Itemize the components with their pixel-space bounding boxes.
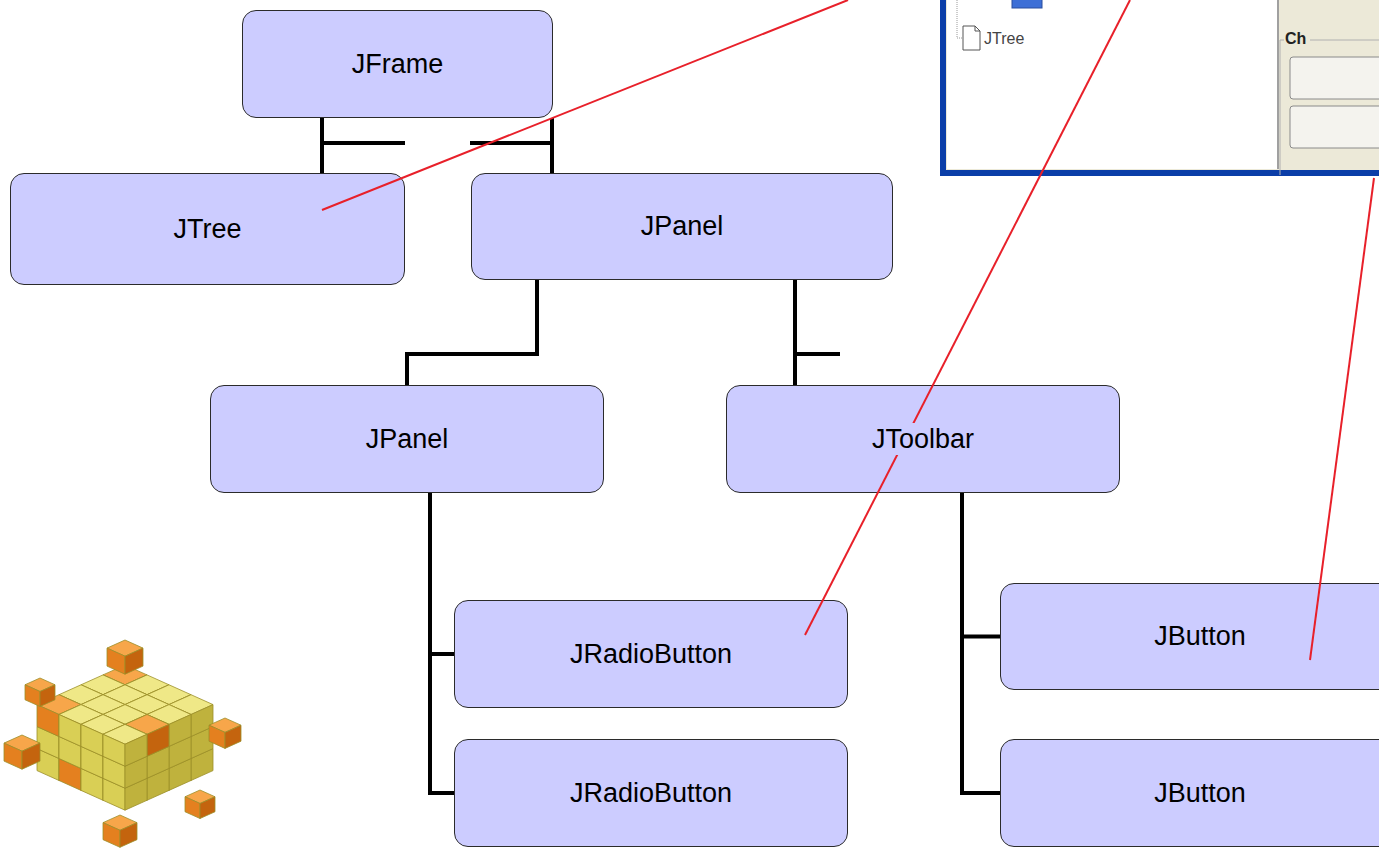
class-box: JFrame — [242, 10, 553, 118]
class-box: JRadioButton — [454, 739, 848, 847]
cube-face — [120, 823, 137, 848]
class-box: JPanel — [210, 385, 604, 493]
screenshot-text: Ch — [1285, 29, 1306, 48]
cube-face — [37, 705, 59, 737]
cube-face — [147, 724, 169, 756]
class-name: JToolbar — [870, 423, 976, 455]
class-name: JButton — [1152, 620, 1248, 652]
class-name: JTree — [171, 213, 243, 245]
cube-face — [107, 648, 125, 674]
tree-connector — [962, 493, 1000, 793]
tree-connector — [793, 280, 797, 385]
cube-face — [59, 715, 81, 747]
class-name: JPanel — [639, 210, 726, 242]
cube-face — [225, 725, 241, 748]
tree-connector — [320, 118, 324, 173]
class-box: JTree — [10, 173, 405, 285]
cube-face — [125, 648, 143, 674]
class-name: JRadioButton — [568, 777, 734, 809]
cube-face — [22, 743, 40, 769]
cube-face — [4, 743, 22, 769]
cube-face — [185, 797, 200, 819]
tree-connector — [430, 493, 454, 793]
window-screenshot — [943, 0, 1379, 175]
cube-face — [125, 734, 147, 766]
tree-connector — [407, 280, 537, 385]
class-box: JToolbar — [726, 385, 1120, 493]
class-name: JFrame — [350, 48, 446, 80]
cube-illustration — [4, 640, 241, 847]
tree-connector — [430, 493, 454, 654]
cube-face — [25, 685, 40, 707]
cube-face — [209, 725, 225, 748]
class-box: JRadioButton — [454, 600, 848, 708]
tree-connector — [962, 493, 1000, 637]
cube-face — [169, 715, 191, 747]
cube-face — [103, 823, 120, 848]
class-box: JButton — [1000, 583, 1379, 690]
class-name: JPanel — [364, 423, 451, 455]
cube-face — [81, 724, 103, 756]
screenshot-text: JTree — [984, 29, 1024, 48]
pointer-line — [805, 0, 1130, 635]
cube-face — [200, 797, 215, 819]
class-box: JPanel — [471, 173, 893, 280]
class-name: JRadioButton — [568, 638, 734, 670]
tree-connector — [550, 118, 554, 173]
class-name: JButton — [1152, 777, 1248, 809]
class-box: JButton — [1000, 739, 1379, 847]
cube-face — [103, 734, 125, 766]
cube-face — [40, 685, 55, 707]
